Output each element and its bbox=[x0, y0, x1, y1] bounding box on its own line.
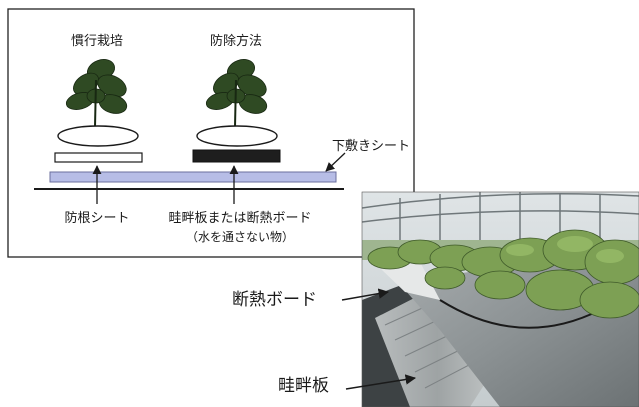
root-ball-right bbox=[196, 125, 278, 147]
root-barrier-sheet bbox=[54, 152, 143, 163]
insulation-board-bar bbox=[192, 149, 281, 163]
greenhouse-photo bbox=[361, 191, 639, 407]
label-ridge-board-photo: 畦畔板 bbox=[278, 376, 329, 396]
arrow-insulation-board-photo bbox=[341, 288, 390, 301]
schematic-diagram: 慣行栽培 防除方法 下敷きシート 防根シート 畦畔板または断熱ボード （水を通さ… bbox=[7, 8, 415, 258]
label-insulation-board-photo: 断熱ボード bbox=[232, 290, 317, 310]
label-board-line2: （水を通さない物） bbox=[186, 230, 294, 244]
underlay-sheet bbox=[49, 171, 337, 183]
arrow-ridge-board-photo bbox=[345, 374, 417, 390]
label-control-method: 防除方法 bbox=[210, 33, 262, 49]
label-board-line1: 畦畔板または断熱ボード bbox=[168, 211, 311, 226]
label-conventional: 慣行栽培 bbox=[71, 33, 123, 49]
plant-illustration-left bbox=[57, 59, 139, 147]
label-root-barrier-sheet: 防根シート bbox=[64, 210, 129, 226]
label-underlay-sheet: 下敷きシート bbox=[332, 139, 410, 154]
arrow-underlay bbox=[325, 152, 346, 172]
root-ball-left bbox=[57, 125, 139, 147]
plant-illustration-right bbox=[196, 59, 278, 147]
